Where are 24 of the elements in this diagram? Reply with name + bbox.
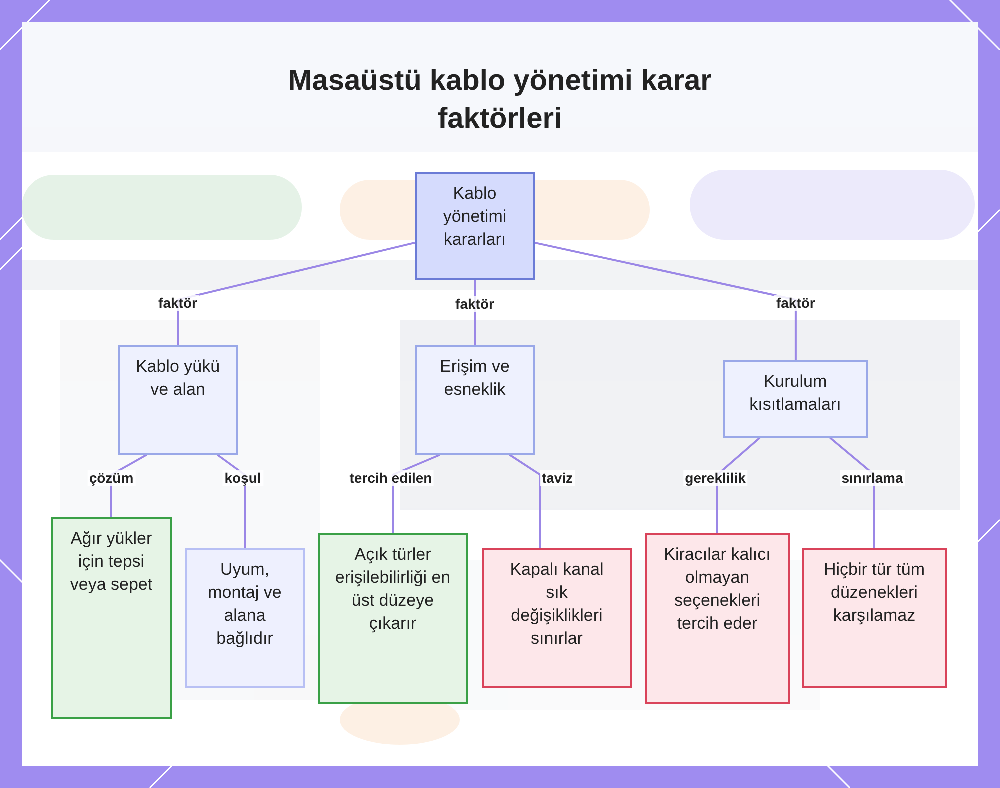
category-box: Kurulum kısıtlamaları bbox=[723, 360, 868, 438]
condition-box: Uyum, montaj ve alana bağlıdır bbox=[185, 548, 305, 688]
constraint-box: Hiçbir tür tüm düzenekleri karşılamaz bbox=[802, 548, 947, 688]
category-box: Kablo yükü ve alan bbox=[118, 345, 238, 455]
constraint-box: Kapalı kanal sık değişiklikleri sınırlar bbox=[482, 548, 632, 688]
edge-label: faktör bbox=[774, 295, 818, 311]
solution-box: Açık türler erişilebilirliği en üst düzeye çıkarır bbox=[318, 533, 468, 704]
edge-label: taviz bbox=[540, 470, 576, 486]
connector-line bbox=[177, 242, 416, 345]
edge-label: faktör bbox=[454, 296, 496, 312]
category-box: Erişim ve esneklik bbox=[415, 345, 535, 455]
diagram-title: Masaüstü kablo yönetimi karar faktörleri bbox=[287, 64, 713, 137]
solution-box: Ağır yükler için tepsi veya sepet bbox=[51, 517, 172, 719]
root-box: Kablo yönetimi kararları bbox=[415, 172, 535, 280]
edge-label: tercih edilen bbox=[348, 470, 434, 486]
edge-label: sınırlama bbox=[840, 470, 906, 486]
edge-label: çözüm bbox=[87, 470, 136, 486]
connector-line bbox=[830, 437, 876, 548]
edge-label: koşul bbox=[222, 470, 264, 486]
connector-line bbox=[534, 242, 797, 360]
connector-line bbox=[509, 454, 542, 548]
constraint-box: Kiracılar kalıcı olmayan seçenekleri tercih eder bbox=[645, 533, 790, 704]
edge-label: faktör bbox=[156, 295, 200, 311]
edge-label: gereklilik bbox=[683, 470, 748, 486]
